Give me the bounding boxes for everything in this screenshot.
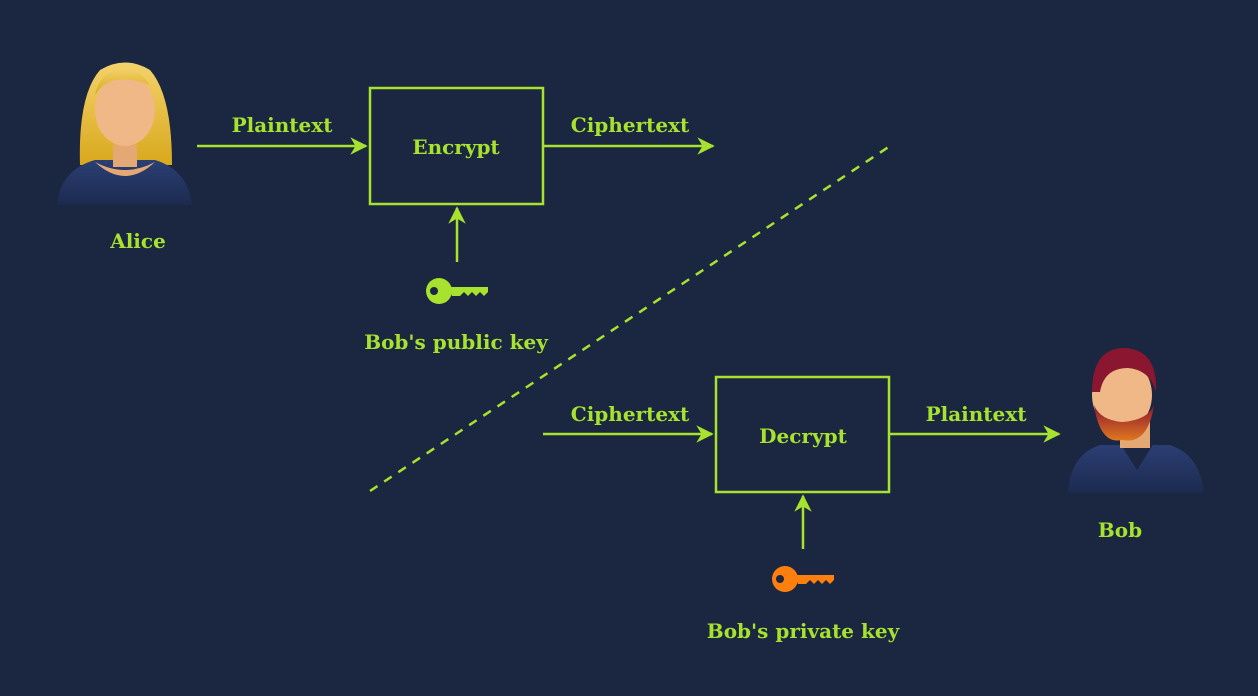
decrypt-output-label: Plaintext	[925, 402, 1027, 426]
public-key-icon	[426, 278, 488, 304]
private-key-icon	[772, 566, 834, 592]
bob-label: Bob	[1097, 518, 1143, 542]
decrypt-input-label: Ciphertext	[570, 402, 690, 426]
public-key-label: Bob's public key	[364, 330, 548, 354]
dashed-divider-line	[369, 144, 891, 493]
bob-avatar-icon	[1068, 348, 1204, 493]
alice-avatar-icon	[57, 62, 192, 205]
encrypt-input-label: Plaintext	[231, 113, 333, 137]
private-key-label: Bob's private key	[706, 619, 900, 643]
encrypt-output-label: Ciphertext	[570, 113, 690, 137]
encrypt-box-label: Encrypt	[412, 135, 500, 159]
alice-label: Alice	[110, 229, 166, 253]
decrypt-box-label: Decrypt	[759, 424, 847, 448]
